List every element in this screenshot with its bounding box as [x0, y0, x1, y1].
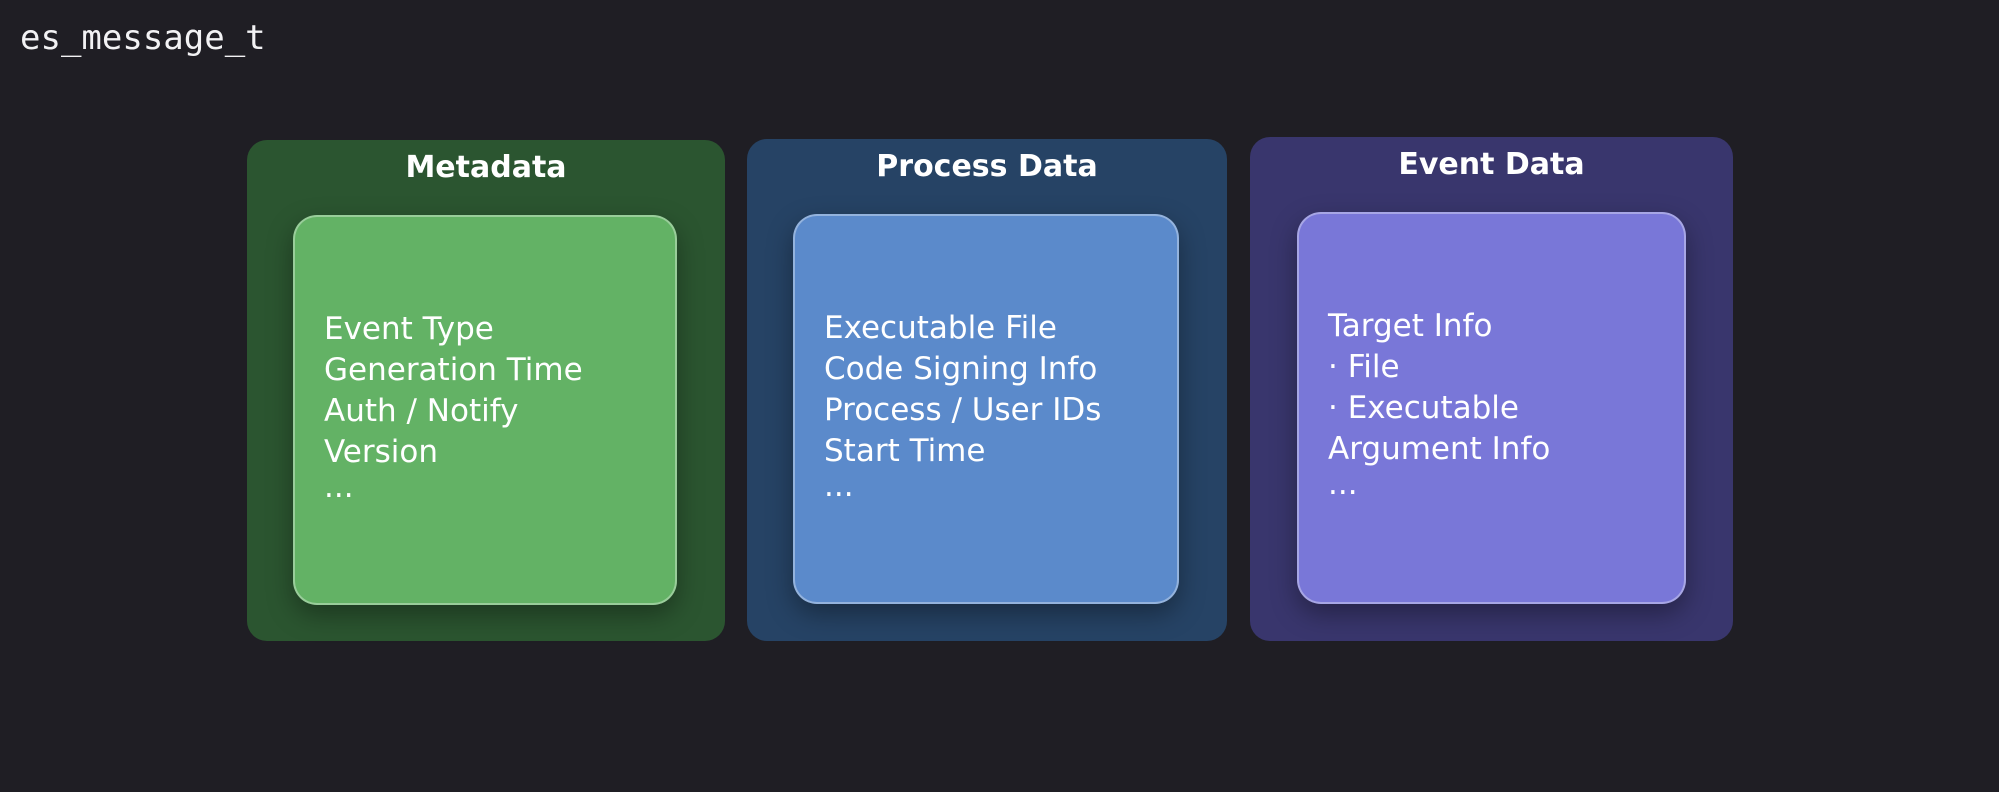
process-item-process-user-ids: Process / User IDs [824, 392, 1102, 428]
metadata-item-auth-notify: Auth / Notify [324, 393, 519, 429]
struct-name-title: es_message_t [20, 18, 266, 58]
event-item-executable: · Executable [1328, 390, 1519, 426]
metadata-item-list: Event Type Generation Time Auth / Notify… [324, 309, 583, 508]
metadata-item-generation-time: Generation Time [324, 352, 583, 388]
event-item-argument-info: Argument Info [1328, 431, 1551, 467]
event-item-ellipsis: ... [1328, 466, 1358, 502]
event-data-item-list: Target Info · File · Executable Argument… [1328, 306, 1550, 505]
process-item-start-time: Start Time [824, 433, 986, 469]
process-item-executable-file: Executable File [824, 310, 1057, 346]
metadata-card: Event Type Generation Time Auth / Notify… [293, 215, 677, 605]
process-data-panel-title: Process Data [876, 149, 1098, 184]
metadata-item-event-type: Event Type [324, 311, 494, 347]
process-data-item-list: Executable File Code Signing Info Proces… [824, 308, 1101, 507]
event-data-panel: Event Data Target Info · File · Executab… [1250, 137, 1733, 641]
metadata-item-ellipsis: ... [324, 469, 354, 505]
metadata-panel: Metadata Event Type Generation Time Auth… [247, 140, 725, 641]
process-item-ellipsis: ... [824, 468, 854, 504]
metadata-item-version: Version [324, 434, 438, 470]
process-data-card: Executable File Code Signing Info Proces… [793, 214, 1179, 604]
event-item-file: · File [1328, 349, 1400, 385]
metadata-panel-title: Metadata [405, 150, 567, 185]
process-item-code-signing-info: Code Signing Info [824, 351, 1098, 387]
event-data-card: Target Info · File · Executable Argument… [1297, 212, 1686, 604]
event-data-panel-title: Event Data [1398, 147, 1585, 182]
event-item-target-info: Target Info [1328, 308, 1493, 344]
process-data-panel: Process Data Executable File Code Signin… [747, 139, 1227, 641]
